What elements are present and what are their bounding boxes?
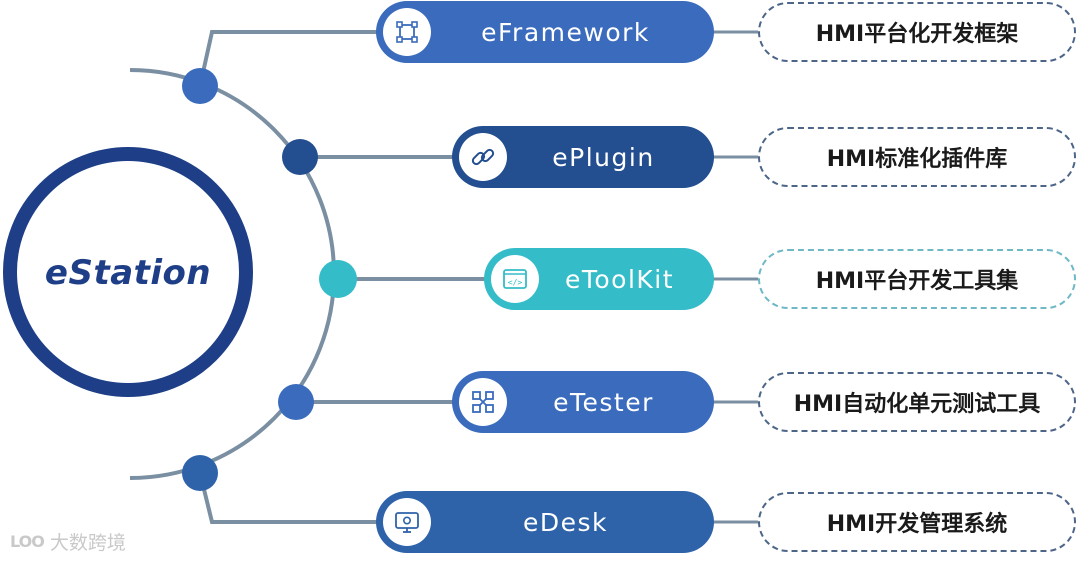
node-label: eToolKit bbox=[564, 264, 675, 294]
node-dot-etoolkit bbox=[319, 260, 357, 298]
hub-ring bbox=[3, 147, 253, 397]
watermark-text: 大数跨境 bbox=[49, 531, 126, 554]
description-box-etoolkit: HMI平台开发工具集 bbox=[758, 249, 1076, 309]
node-eplugin[interactable]: ePlugin bbox=[452, 126, 714, 188]
node-label: eDesk bbox=[522, 507, 608, 537]
connector-line-edesk bbox=[198, 472, 382, 524]
node-dot-eplugin bbox=[282, 139, 318, 175]
node-dot-etester bbox=[278, 384, 314, 420]
connector-line-eframework bbox=[198, 30, 382, 87]
node-edesk[interactable]: eDesk bbox=[376, 491, 714, 553]
monitor-icon bbox=[383, 498, 431, 546]
node-etester[interactable]: eTester bbox=[452, 371, 714, 433]
description-box-eframework: HMI平台化开发框架 bbox=[758, 2, 1076, 62]
frame-icon bbox=[383, 8, 431, 56]
node-label: ePlugin bbox=[552, 142, 655, 172]
node-dot-edesk bbox=[182, 455, 218, 491]
link-icon bbox=[459, 133, 507, 181]
node-label: eTester bbox=[553, 387, 654, 417]
node-dot-eframework bbox=[182, 68, 218, 104]
node-label: eFramework bbox=[481, 17, 650, 47]
watermark: LOO 大数跨境 bbox=[10, 528, 126, 554]
watermark-logo: LOO bbox=[10, 531, 45, 551]
description-box-edesk: HMI开发管理系统 bbox=[758, 492, 1076, 552]
test-network-icon bbox=[459, 378, 507, 426]
node-etoolkit[interactable]: </> eToolKit bbox=[484, 248, 714, 310]
description-box-etester: HMI自动化单元测试工具 bbox=[758, 372, 1076, 432]
hub-label: eStation bbox=[44, 253, 212, 293]
svg-text:</>: </> bbox=[508, 278, 523, 287]
code-window-icon: </> bbox=[491, 255, 539, 303]
node-eframework[interactable]: eFramework bbox=[376, 1, 714, 63]
description-box-eplugin: HMI标准化插件库 bbox=[758, 127, 1076, 187]
